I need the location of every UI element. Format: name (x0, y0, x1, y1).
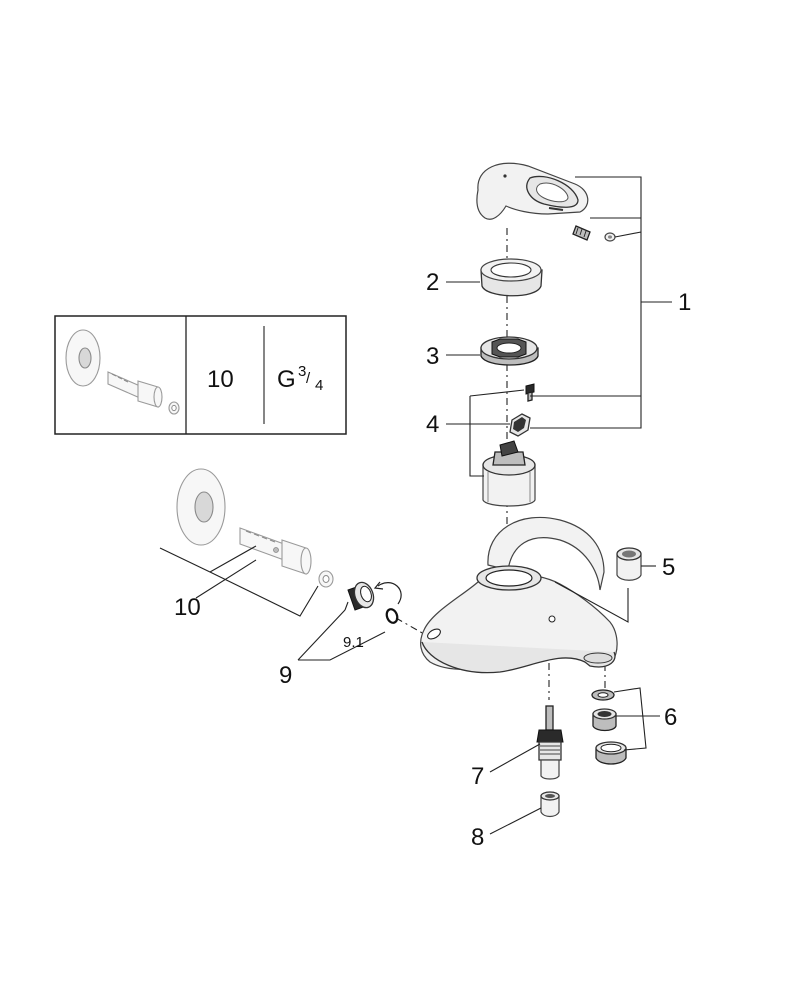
thread-prefix: G (277, 366, 296, 393)
cartridge-screw (525, 383, 535, 402)
leader-5-body (554, 581, 629, 623)
info-box-frame (54, 315, 347, 435)
cartridge (482, 440, 536, 507)
s-union-washer (318, 570, 334, 588)
lever-adapter (509, 413, 531, 437)
o-ring-9-1 (385, 608, 399, 624)
thread-size-label: G 3 / 4 (277, 363, 323, 394)
thread-denominator: 4 (315, 377, 323, 394)
callout-7: 7 (471, 763, 484, 790)
diverter-sleeve (540, 791, 560, 818)
rotation-arrowhead (373, 581, 384, 590)
lever-handle (476, 162, 589, 220)
handle-set-screw (572, 225, 591, 241)
aerator-housing (595, 741, 627, 765)
leader-8 (489, 807, 542, 835)
leader-4 (446, 389, 525, 477)
diverter (536, 705, 564, 780)
callout-6: 6 (664, 704, 677, 731)
cover-cap (480, 258, 543, 297)
info-box-part-number: 10 (207, 366, 234, 393)
leader-9 (297, 601, 386, 661)
end-cap (616, 547, 642, 581)
connector-nut (347, 581, 375, 611)
leader-1 (530, 176, 672, 429)
rotation-arrow (377, 582, 402, 605)
cartridge-nut (480, 336, 539, 366)
callout-8: 8 (471, 824, 484, 851)
callout-3: 3 (426, 343, 439, 370)
leader-6 (613, 687, 660, 751)
callout-10: 10 (174, 594, 201, 621)
info-box-connector-illustration (65, 329, 180, 415)
aerator-insert (592, 708, 617, 732)
thread-numerator: 3 (298, 363, 306, 380)
aerator-washer (591, 689, 615, 701)
callout-9: 9 (279, 662, 292, 689)
leader-7 (489, 743, 541, 773)
handle-cap-plug (604, 232, 616, 242)
callout-1: 1 (678, 289, 691, 316)
callout-2: 2 (426, 269, 439, 296)
leader-10 (159, 545, 319, 617)
axis-side-port (395, 617, 425, 635)
callout-4: 4 (426, 411, 439, 438)
callout-5: 5 (662, 554, 675, 581)
thread-slash: / (306, 370, 311, 387)
mixer-body (420, 516, 618, 674)
callout-9-1: 9.1 (343, 634, 364, 651)
s-union-connector (176, 468, 312, 575)
info-box: 10 G 3 / 4 (54, 315, 347, 435)
